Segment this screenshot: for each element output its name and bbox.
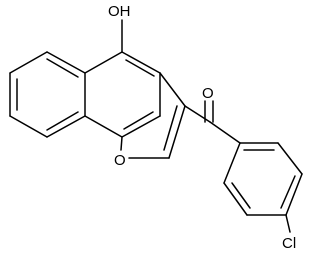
bond (9, 115, 48, 138)
bond (277, 142, 303, 175)
bond (125, 59, 155, 77)
bond-lines (9, 19, 303, 233)
bond (46, 58, 79, 78)
bond (84, 115, 123, 138)
bond (280, 175, 296, 209)
hydroxyl-label: OH (108, 3, 131, 20)
ring-oxygen-label: O (114, 152, 126, 169)
bond (159, 72, 186, 107)
bond (84, 51, 123, 74)
bond (9, 51, 48, 74)
ketone-oxygen-label: O (202, 85, 214, 102)
bond (223, 182, 248, 216)
bond (223, 142, 241, 184)
bond (46, 115, 86, 138)
bond (121, 51, 161, 74)
chlorine-label: Cl (282, 235, 296, 252)
bond (46, 51, 86, 74)
bond (123, 111, 154, 130)
bond (46, 111, 79, 131)
bond (285, 214, 291, 233)
bond (121, 115, 161, 138)
bond (231, 182, 251, 209)
bond (184, 105, 211, 123)
bond (209, 121, 241, 144)
bond (168, 105, 186, 159)
bond (120, 136, 123, 151)
bond (285, 173, 303, 216)
bond (163, 105, 178, 151)
